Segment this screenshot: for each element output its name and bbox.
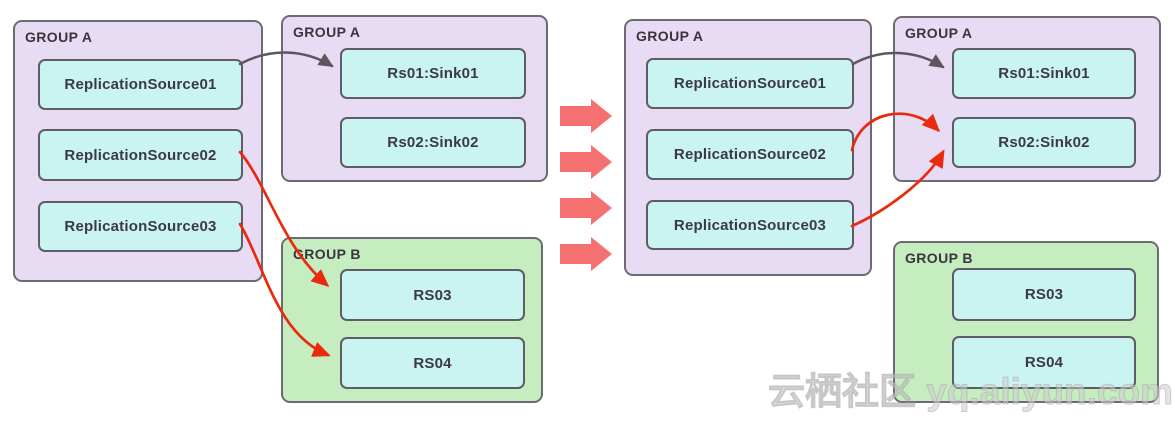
chevron-right-icon	[560, 99, 612, 133]
watermark: 云栖社区 yq.aliyun.com	[768, 371, 1174, 412]
transition-chevrons	[560, 99, 612, 271]
after-group-a-sources: GROUP A ReplicationSource01 ReplicationS…	[624, 19, 872, 276]
group-label: GROUP A	[293, 24, 361, 40]
before-group-a-sources: GROUP A ReplicationSource01 ReplicationS…	[13, 20, 263, 282]
chevron-right-icon	[560, 237, 612, 271]
group-label: GROUP B	[293, 246, 361, 262]
group-label: GROUP A	[25, 29, 93, 45]
after-node-rs03: RS03	[952, 268, 1136, 321]
group-label: GROUP A	[905, 25, 973, 41]
after-group-b: GROUP B RS03 RS04	[893, 241, 1159, 403]
chevron-right-icon	[560, 191, 612, 225]
after-node-rs02-sink02: Rs02:Sink02	[952, 117, 1136, 168]
before-node-rs01-sink01: Rs01:Sink01	[340, 48, 526, 99]
before-node-replicationsource02: ReplicationSource02	[38, 129, 243, 181]
before-group-a-sinks: GROUP A Rs01:Sink01 Rs02:Sink02	[281, 15, 548, 182]
after-group-a-sinks: GROUP A Rs01:Sink01 Rs02:Sink02	[893, 16, 1161, 182]
before-node-rs04: RS04	[340, 337, 525, 389]
before-node-replicationsource03: ReplicationSource03	[38, 201, 243, 252]
after-node-replicationsource01: ReplicationSource01	[646, 58, 854, 109]
after-node-rs01-sink01: Rs01:Sink01	[952, 48, 1136, 99]
group-label: GROUP B	[905, 250, 973, 266]
before-group-b: GROUP B RS03 RS04	[281, 237, 543, 403]
after-node-rs04: RS04	[952, 336, 1136, 389]
after-node-replicationsource03: ReplicationSource03	[646, 200, 854, 250]
before-node-replicationsource01: ReplicationSource01	[38, 59, 243, 110]
before-node-rs02-sink02: Rs02:Sink02	[340, 117, 526, 168]
group-label: GROUP A	[636, 28, 704, 44]
chevron-right-icon	[560, 145, 612, 179]
after-node-replicationsource02: ReplicationSource02	[646, 129, 854, 180]
before-node-rs03: RS03	[340, 269, 525, 321]
